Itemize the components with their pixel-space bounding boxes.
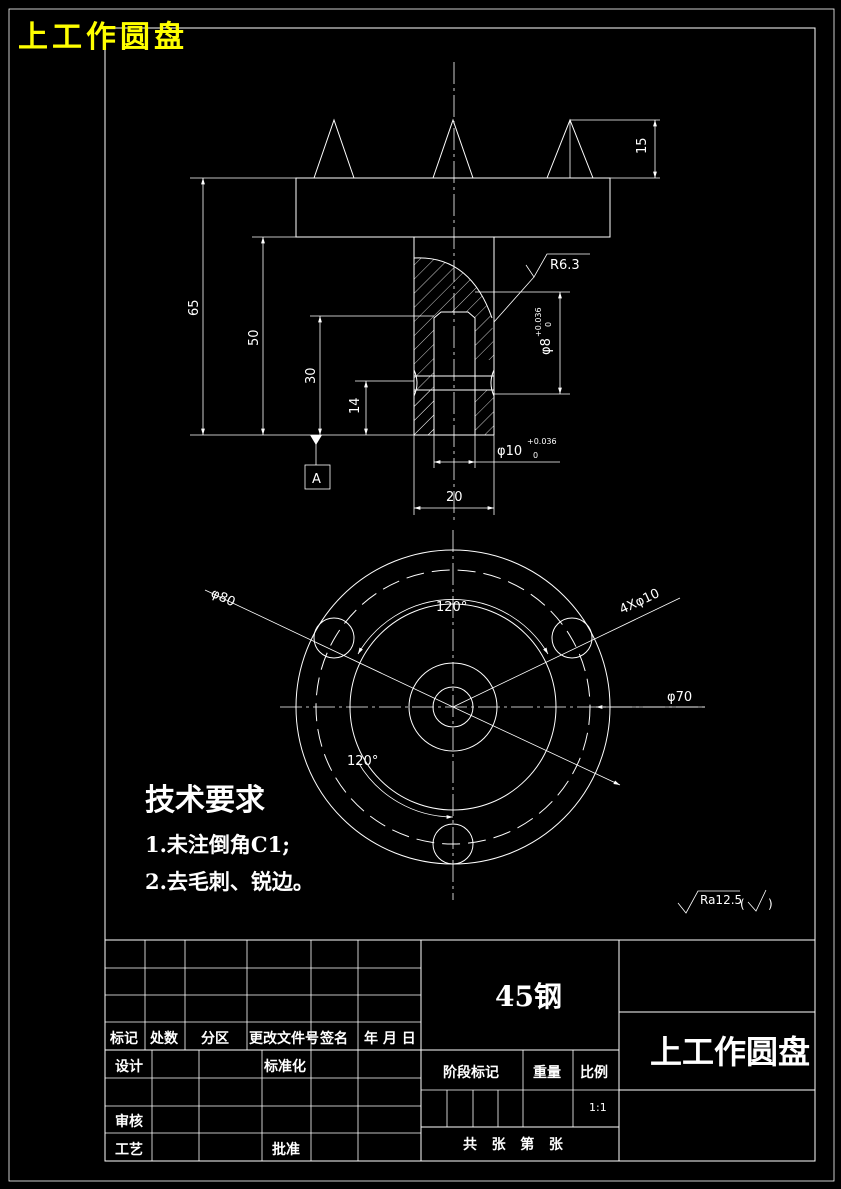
tb-label-count: 处数: [149, 1030, 179, 1047]
tb-design: 设计: [115, 1058, 143, 1075]
finish-paren: (: [740, 897, 745, 911]
phi80-label: φ80: [208, 586, 237, 610]
angle-bottom-label: 120°: [347, 754, 378, 769]
notes-line2: 2.去毛刺、锐边。: [145, 869, 314, 894]
flange: [295, 177, 611, 238]
dim-65-label: 65: [187, 299, 202, 316]
tb-sheets: 共 张 第 张: [463, 1136, 564, 1153]
tb-weight: 重量: [533, 1064, 561, 1081]
datum-box: [304, 464, 331, 490]
phi70-label: φ70: [667, 690, 692, 705]
angle-top-label: 120°: [436, 600, 467, 615]
dim-phi8-tol-low: 0: [544, 322, 553, 327]
holes-leader: [452, 597, 681, 708]
tb-part-name: 上工作圆盘: [650, 1033, 810, 1071]
dim-phi10-tol-low: 0: [533, 451, 538, 460]
finish-check: [747, 889, 767, 912]
tb-label-date: 年 月 日: [364, 1030, 416, 1047]
tooth-2: [432, 118, 474, 179]
notes-line1: 1.未注倒角C1;: [145, 832, 290, 857]
tb-standardize: 标准化: [263, 1058, 306, 1075]
dim-20-label: 20: [446, 490, 463, 505]
tb-material: 45钢: [495, 980, 562, 1013]
tb-label-sign: 签名: [319, 1030, 348, 1047]
angle-arc-bottom: [357, 761, 454, 819]
tb-stage-mark: 阶段标记: [443, 1064, 499, 1081]
roughness-leader: [493, 276, 535, 323]
tb-label-change: 更改文件号: [249, 1030, 319, 1047]
datum-label: A: [312, 472, 321, 487]
roughness-symbol: [525, 253, 590, 278]
title-block: 标记 处数 分区 更改文件号 签名 年 月 日 设计 标准化 审核 工艺 批准 …: [104, 939, 816, 1162]
roughness-label: R6.3: [550, 258, 580, 273]
angle-arc-top: [357, 599, 549, 655]
tb-scale-value: 1:1: [589, 1101, 607, 1114]
header-title: 上工作圆盘: [18, 20, 188, 55]
dim-50-label: 50: [247, 329, 262, 346]
section-hatch-right: [475, 390, 494, 435]
hole-right: [551, 617, 593, 659]
datum-triangle: [310, 435, 322, 445]
notes-heading: 技术要求: [145, 783, 265, 818]
tb-label-mark: 标记: [109, 1030, 138, 1047]
dim-phi8-label: φ8: [539, 338, 554, 355]
tb-scale-label: 比例: [580, 1064, 608, 1081]
groove-left: [413, 369, 418, 397]
tooth-1: [313, 118, 355, 179]
upper-arc: [413, 257, 493, 319]
dim-30-label: 30: [304, 367, 319, 384]
dim-phi10-tol-up: +0.036: [527, 437, 557, 446]
section-hatch-left-low: [414, 390, 434, 435]
holes-label: 4Xφ10: [617, 586, 662, 617]
dim-15-label: 15: [635, 137, 650, 154]
dim-phi10-label: φ10: [497, 444, 522, 459]
hole-left: [313, 617, 355, 659]
dim-phi8-tol-up: +0.036: [534, 307, 543, 337]
finish-value: Ra12.5: [700, 893, 742, 907]
tb-approve: 批准: [272, 1141, 300, 1158]
dim-14-label: 14: [348, 397, 363, 414]
tb-review: 审核: [115, 1113, 143, 1130]
phi80-leader: [204, 589, 454, 708]
finish-paren-close: ): [768, 897, 773, 911]
tb-label-zone: 分区: [201, 1031, 229, 1047]
bore-outline: [433, 311, 476, 435]
outer-border: [8, 8, 835, 1182]
phi80-dim: [452, 706, 621, 786]
tb-process: 工艺: [115, 1141, 143, 1158]
front-view: 15 65 50 30 14 A R6.3 φ8 +0.036 0 φ10: [187, 62, 660, 520]
groove-right: [490, 369, 495, 397]
finish-symbol: [677, 890, 740, 914]
